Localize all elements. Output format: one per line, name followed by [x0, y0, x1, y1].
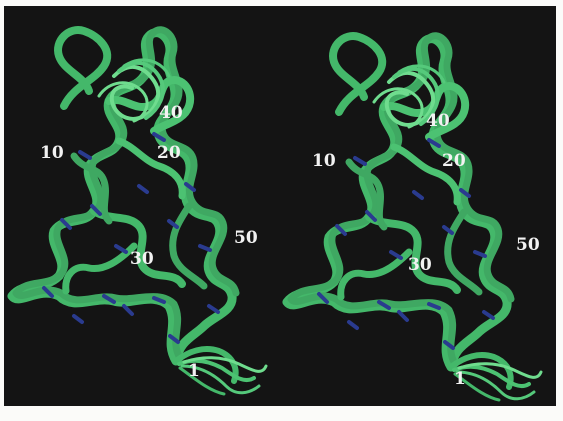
- residue-label-20-left: 20: [157, 143, 181, 163]
- residue-label-10-left: 10: [40, 143, 64, 163]
- residue-label-30-right: 30: [408, 255, 432, 275]
- residue-label-40-right: 40: [426, 111, 450, 131]
- stereo-protein-structure-panel: 10 20 40 30 50 1 10 20 40 30 50 1: [4, 6, 556, 406]
- residue-label-10-right: 10: [312, 151, 336, 171]
- backbone-trace-right: [287, 36, 541, 400]
- stereo-view-left: 10 20 40 30 50 1: [12, 30, 266, 394]
- stereo-view-right: 10 20 40 30 50 1: [287, 36, 541, 400]
- stereo-ribbon-figure: 10 20 40 30 50 1 10 20 40 30 50 1: [4, 6, 556, 406]
- residue-label-1-left: 1: [188, 361, 200, 381]
- residue-label-40-left: 40: [159, 103, 183, 123]
- backbone-trace-left: [12, 30, 266, 394]
- residue-label-50-right: 50: [516, 235, 540, 255]
- residue-label-20-right: 20: [442, 151, 466, 171]
- residue-label-50-left: 50: [234, 228, 258, 248]
- residue-label-1-right: 1: [454, 369, 466, 389]
- residue-label-30-left: 30: [130, 249, 154, 269]
